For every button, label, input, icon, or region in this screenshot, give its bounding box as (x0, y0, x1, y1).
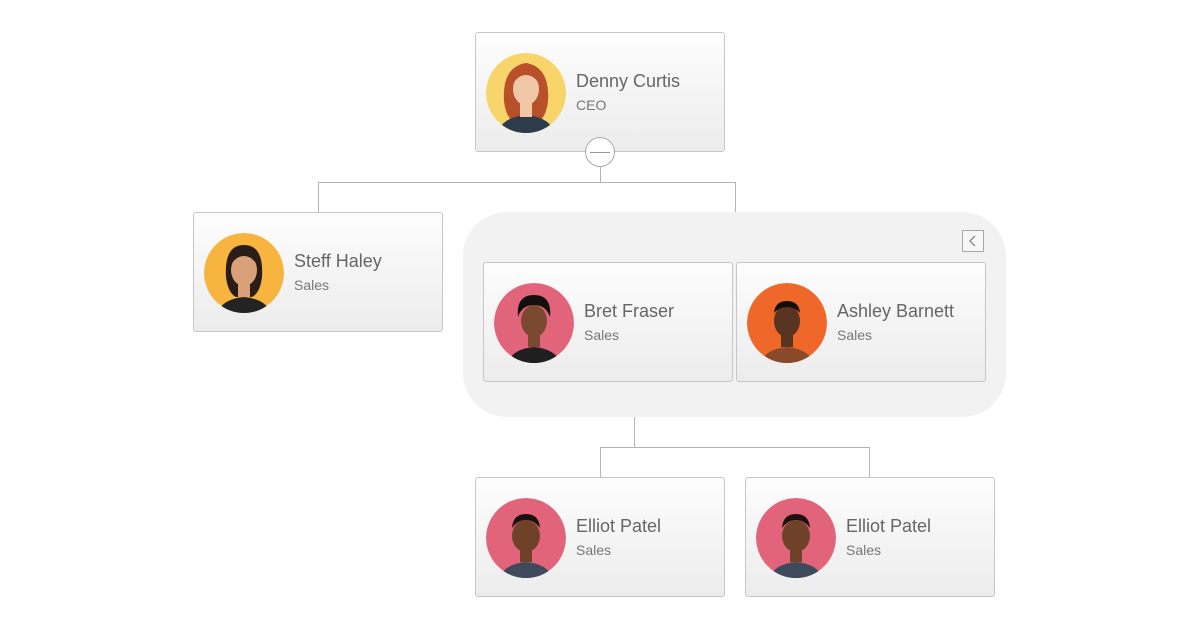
node-title: Sales (846, 542, 882, 558)
node-name: Ashley Barnett (837, 301, 955, 321)
node-card[interactable]: Elliot Patel Sales (475, 477, 725, 597)
minus-icon (590, 151, 610, 153)
avatar (486, 498, 566, 578)
node-card[interactable]: Bret Fraser Sales (483, 262, 733, 382)
node-title: Sales (576, 542, 612, 558)
node-name: Denny Curtis (576, 71, 681, 91)
node-title: Sales (584, 327, 620, 343)
avatar (204, 233, 284, 313)
node-name: Elliot Patel (846, 516, 932, 536)
node-card[interactable]: Ashley Barnett Sales (736, 262, 986, 382)
group-collapse-button[interactable] (962, 230, 984, 252)
avatar-neck (520, 103, 532, 117)
node-card[interactable]: Denny Curtis CEO (475, 32, 725, 152)
avatar (756, 498, 836, 578)
node-title: Sales (837, 327, 873, 343)
node-name: Steff Haley (294, 251, 382, 271)
avatar (494, 283, 574, 363)
avatar-face (782, 520, 810, 552)
avatar-face (774, 305, 800, 337)
chevron-left-icon (969, 235, 976, 247)
node-name: Bret Fraser (584, 301, 675, 321)
avatar-body (760, 347, 814, 363)
node-card[interactable]: Elliot Patel Sales (745, 477, 995, 597)
node-title: CEO (576, 97, 607, 113)
avatar-body (769, 562, 823, 578)
avatar-hair-front (230, 250, 258, 266)
avatar-hair-front (512, 514, 540, 528)
avatar-hair-front (517, 295, 551, 317)
node-name: Elliot Patel (576, 516, 662, 536)
avatar-face (513, 73, 539, 105)
avatar-hair-front (782, 514, 810, 528)
avatar-body (507, 347, 561, 363)
avatar (486, 53, 566, 133)
avatar-body (499, 562, 553, 578)
avatar-neck (238, 283, 250, 297)
avatar-body (217, 297, 271, 313)
collapse-button[interactable] (585, 137, 615, 167)
avatar-hair-front (512, 69, 540, 85)
avatar-face (512, 520, 540, 552)
avatar (747, 283, 827, 363)
avatar-body (497, 115, 555, 133)
avatar-hair-front (774, 301, 800, 313)
node-title: Sales (294, 277, 330, 293)
avatar-face (231, 254, 257, 286)
node-card[interactable]: Steff Haley Sales (193, 212, 443, 332)
avatar-face (521, 305, 547, 337)
